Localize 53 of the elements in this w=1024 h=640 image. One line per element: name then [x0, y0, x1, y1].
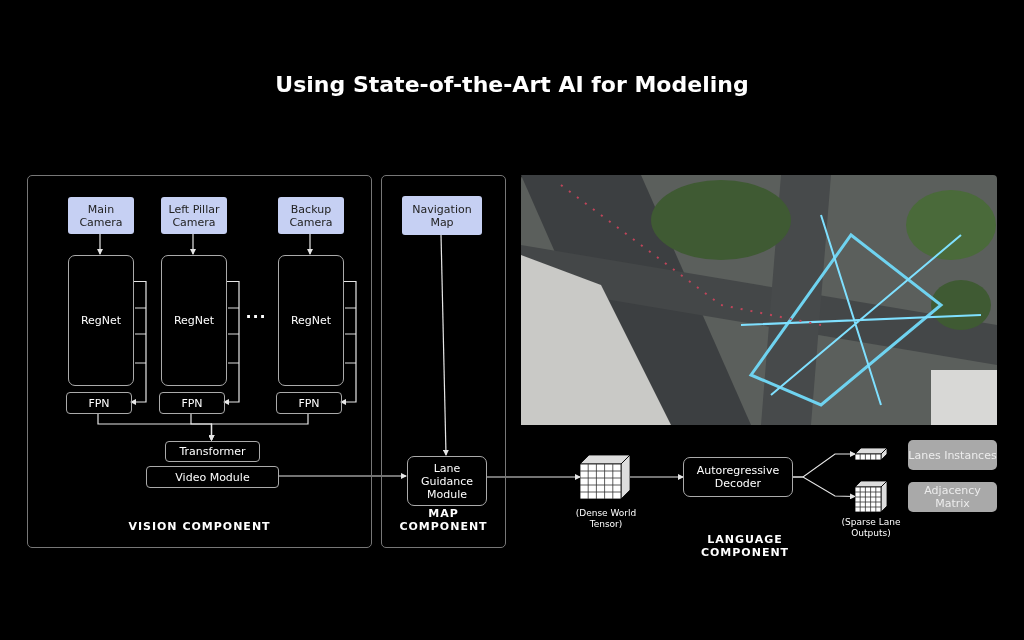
component-panel — [27, 175, 372, 548]
node-label: RegNet — [80, 314, 122, 327]
node-label: RegNet — [290, 314, 332, 327]
arrow — [485, 474, 581, 480]
node-label: FPN — [181, 396, 203, 410]
arrow — [629, 474, 684, 480]
process-box — [407, 456, 487, 506]
panel-heading: MAP COMPONENT — [398, 507, 489, 533]
arrow — [440, 233, 449, 456]
panel-heading: VISION COMPONENT — [128, 520, 271, 533]
process-box — [68, 255, 134, 386]
output-box — [908, 440, 997, 470]
node-label: Adjacency Matrix — [923, 484, 982, 510]
arrow — [208, 412, 309, 441]
node-label: Autoregressive Decoder — [695, 464, 781, 490]
component-panel — [381, 175, 506, 548]
title: Using State-of-the-Art AI for Modeling — [274, 72, 750, 97]
input-box — [161, 197, 227, 234]
arrow — [277, 473, 407, 479]
process-box — [66, 392, 132, 414]
section-heading: LANGUAGE COMPONENT — [699, 533, 791, 559]
output-box — [908, 482, 997, 512]
process-box — [683, 457, 793, 497]
node-label: Lanes Instances — [908, 448, 997, 462]
arrow — [792, 476, 856, 500]
arrow — [190, 232, 196, 255]
node-label: Backup Camera — [288, 202, 334, 229]
node-label: FPN — [88, 396, 110, 410]
node-label: Main Camera — [78, 202, 124, 229]
ellipsis: ... — [244, 306, 268, 319]
arrow — [223, 280, 240, 405]
node-label: RegNet — [173, 314, 215, 327]
input-box — [402, 196, 482, 235]
node-label: FPN — [298, 396, 320, 410]
process-box — [159, 392, 225, 414]
arrow — [97, 232, 103, 255]
node-label: (Dense World Tensor) — [574, 508, 638, 530]
node-label: (Sparse Lane Outputs) — [840, 517, 902, 539]
arrow — [130, 280, 147, 405]
input-box — [278, 197, 344, 234]
arrow — [307, 232, 313, 255]
process-box — [276, 392, 342, 414]
process-box — [161, 255, 227, 386]
node-label: Lane Guidance Module — [419, 461, 475, 501]
input-box — [68, 197, 134, 234]
node-label: Navigation Map — [411, 202, 473, 229]
node-label: Video Module — [175, 470, 250, 484]
process-box — [278, 255, 344, 386]
process-box — [165, 441, 260, 462]
node-label: Left Pillar Camera — [167, 202, 221, 229]
arrow — [340, 280, 357, 405]
node-label: Transformer — [179, 445, 246, 458]
process-box — [146, 466, 279, 488]
